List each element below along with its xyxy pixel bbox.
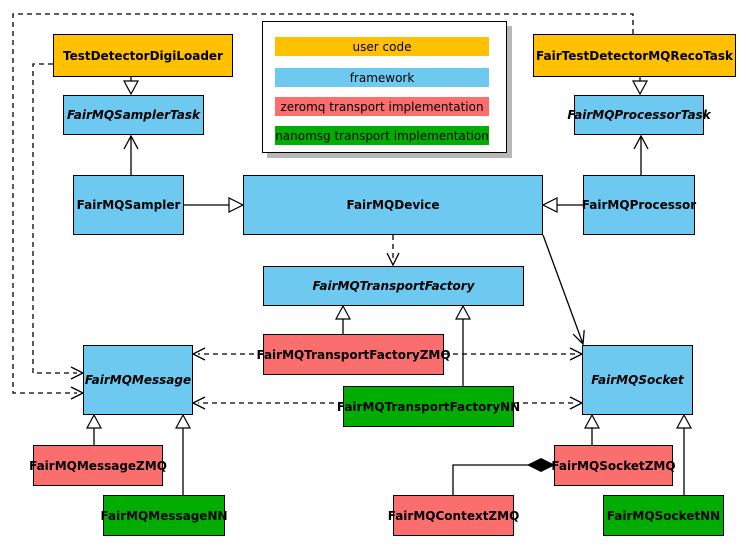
edge-processor-processortask [633,134,649,175]
node-fairmqsampler: FairMQSampler [73,175,184,235]
node-label: FairMQSampler [76,198,181,212]
node-label: FairMQMessageNN [100,508,228,523]
edge-tfnn-message [191,396,343,410]
legend-item-framework: framework [275,68,489,87]
legend-label: zeromq transport implementation [280,99,484,114]
edge-tfzmq-message [191,347,263,361]
node-fairmqmessagezmq: FairMQMessageZMQ [29,445,167,486]
legend-item-zeromq: zeromq transport implementation [275,97,489,116]
node-fairmqtransportfactorynn: FairMQTransportFactoryNN [337,386,520,427]
legend: user code framework zeromq transport imp… [262,21,507,153]
node-fairmqtransportfactory: FairMQTransportFactory [263,266,524,306]
edge-recotask-processortask [631,77,649,96]
node-label: FairMQSocketNN [606,508,721,523]
edge-device-transportfactory [386,235,400,267]
node-fairtestdetectormqrecotask: FairTestDetectorMQRecoTask [533,34,736,77]
edge-tfnn-socket [514,396,584,410]
edge-socketnn-socket [675,413,693,495]
node-fairmqsamplertask: FairMQSamplerTask [63,95,204,135]
node-label: FairMQTransportFactory [312,279,475,293]
node-fairmqcontextzmq: FairMQContextZMQ [388,495,519,536]
node-label: FairMQTransportFactoryZMQ [256,347,451,362]
edge-tfnn-transportfactory [454,304,472,386]
legend-item-nanomsg: nanomsg transport implementation [275,126,489,145]
legend-label: nanomsg transport implementation [275,128,489,143]
node-label: FairMQMessageZMQ [29,458,167,473]
node-label: FairMQSocket [591,373,684,387]
edge-sampler-device [184,197,245,213]
node-fairmqprocessortask: FairMQProcessorTask [567,95,711,135]
node-fairmqsocketzmq: FairMQSocketZMQ [551,445,676,486]
edge-socketzmq-socket [583,413,601,445]
node-label: FairMQTransportFactoryNN [336,399,521,414]
edge-messagezmq-message [85,413,103,445]
node-label: FairMQProcessor [581,198,697,212]
node-fairmqdevice: FairMQDevice [243,175,543,235]
node-label: FairMQMessage [84,373,192,387]
edge-sampler-samplertask [123,134,139,175]
node-label: FairMQDevice [346,198,440,212]
node-fairmqprocessor: FairMQProcessor [581,175,697,235]
legend-label: framework [349,70,415,85]
node-label: FairTestDetectorMQRecoTask [536,48,733,63]
legend-item-user-code: user code [275,37,489,56]
node-fairmqtransportfactoryzmq: FairMQTransportFactoryZMQ [256,334,451,375]
edge-digiloader-samplertask [122,77,140,96]
edge-tfzmq-socket [444,347,584,361]
edge-device-socket [542,234,585,346]
node-fairmqmessagenn: FairMQMessageNN [100,495,228,536]
node-label: FairMQSamplerTask [66,108,201,122]
node-label: FairMQSocketZMQ [551,458,676,473]
node-label: FairMQProcessorTask [567,108,711,122]
node-testdetectordigiloader: TestDetectorDigiLoader [53,34,233,77]
node-fairmqsocketnn: FairMQSocketNN [603,495,724,536]
edge-contextzmq-socketzmq [452,457,556,495]
edge-processor-device [541,197,583,213]
node-fairmqsocket: FairMQSocket [582,345,693,415]
edge-messagenn-message [174,413,192,495]
legend-label: user code [352,39,412,54]
node-label: TestDetectorDigiLoader [62,48,223,63]
edge-tfzmq-transportfactory [334,304,352,334]
node-fairmqmessage: FairMQMessage [83,345,193,415]
node-label: FairMQContextZMQ [387,508,520,523]
